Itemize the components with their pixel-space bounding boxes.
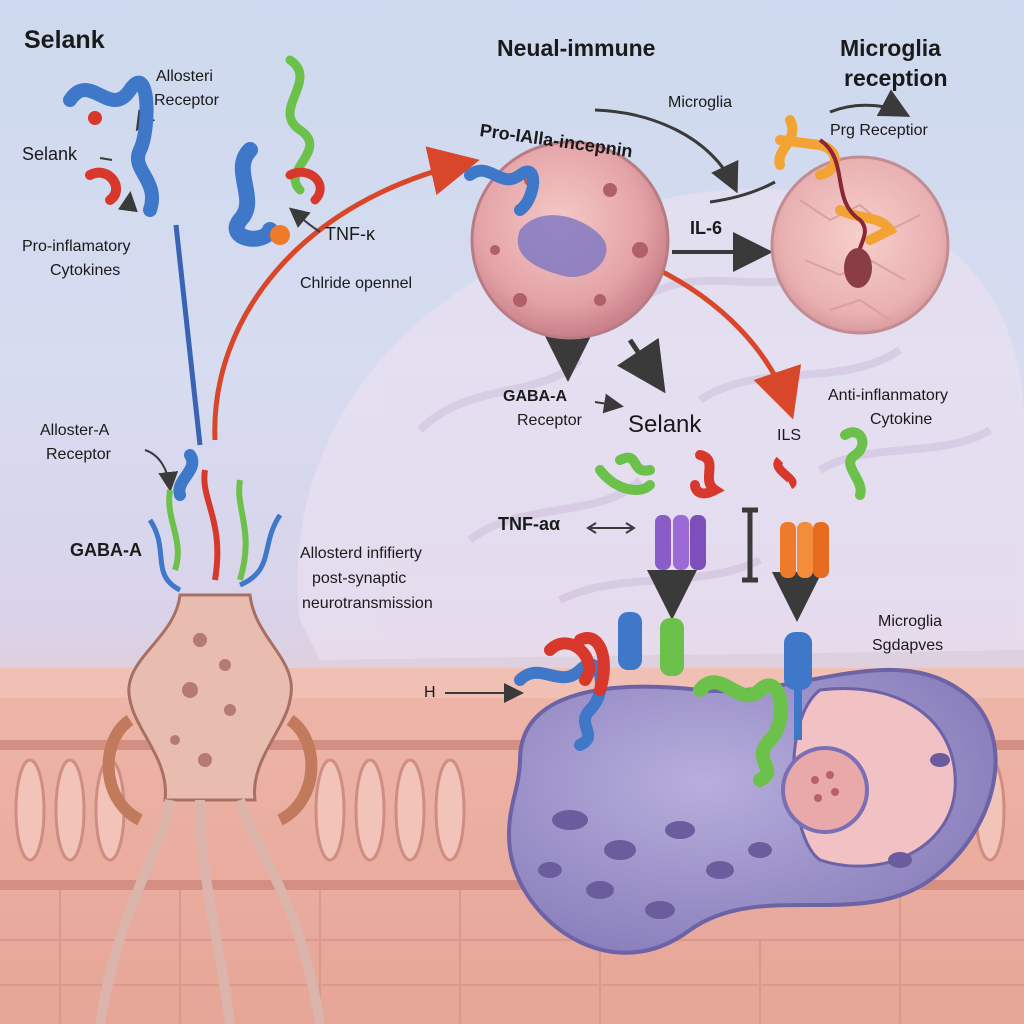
label-alloster-a-receptor: Receptor [46, 446, 111, 463]
label-microglia-small: Microglia [668, 94, 733, 111]
microglia-cell [770, 115, 950, 335]
label-post-synaptic: post-synaptic [312, 570, 407, 587]
label-microglia-bottom: Microglia [878, 613, 943, 630]
microglia-large-cell [507, 667, 998, 955]
label-cytokines: Cytokines [50, 262, 121, 279]
mid-receptors [595, 427, 868, 578]
title-selank: Selank [24, 26, 105, 54]
label-pro-inflammatory: Pro-inflamatory [22, 238, 131, 255]
title-microglia-line2: reception [844, 65, 948, 91]
label-anti-inflammatory-2: Cytokine [870, 411, 933, 428]
label-gaba-a-left: GABA-A [70, 540, 142, 560]
connector-lines [99, 89, 911, 703]
label-alloster-a: Alloster-A [40, 422, 110, 439]
title-neural-immune: Neual-immune [497, 35, 656, 61]
label-selank-left: Selank [22, 144, 78, 164]
label-h: H [424, 684, 436, 701]
label-tnf-mid: TNF-aα [498, 514, 561, 534]
label-gaba-a-receptor: GABA-A [503, 388, 567, 405]
cytokine-cluster-top [228, 55, 325, 247]
selank-protein-left [63, 75, 159, 217]
pro-inflammatory-cell [464, 140, 670, 340]
label-sgdapves: Sgdapves [872, 637, 944, 654]
label-tnf-top: TNF-κ [325, 224, 375, 244]
label-gaba-a-receptor-2: Receptor [517, 412, 582, 429]
label-prg-receptor: Prg Receptior [830, 122, 928, 139]
label-il6: IL-6 [690, 218, 723, 238]
label-allosteric: Allosterd infifierty [300, 545, 422, 562]
label-selank-center: Selank [628, 411, 702, 438]
label-allosteri-receptor: Receptor [154, 92, 219, 109]
membrane-receptors [514, 612, 812, 787]
label-ils: ILS [777, 427, 802, 444]
label-neurotransmission: neurotransmission [302, 595, 433, 612]
neuron-synapse [95, 593, 325, 1024]
label-allosteri: Allosteri [156, 68, 213, 85]
label-anti-inflammatory: Anti-inflanmatory [828, 387, 949, 404]
gaba-a-receptor-left [147, 449, 283, 593]
title-microglia-line1: Microglia [840, 35, 941, 61]
label-chloride-channel: Chlride opennel [300, 275, 413, 292]
